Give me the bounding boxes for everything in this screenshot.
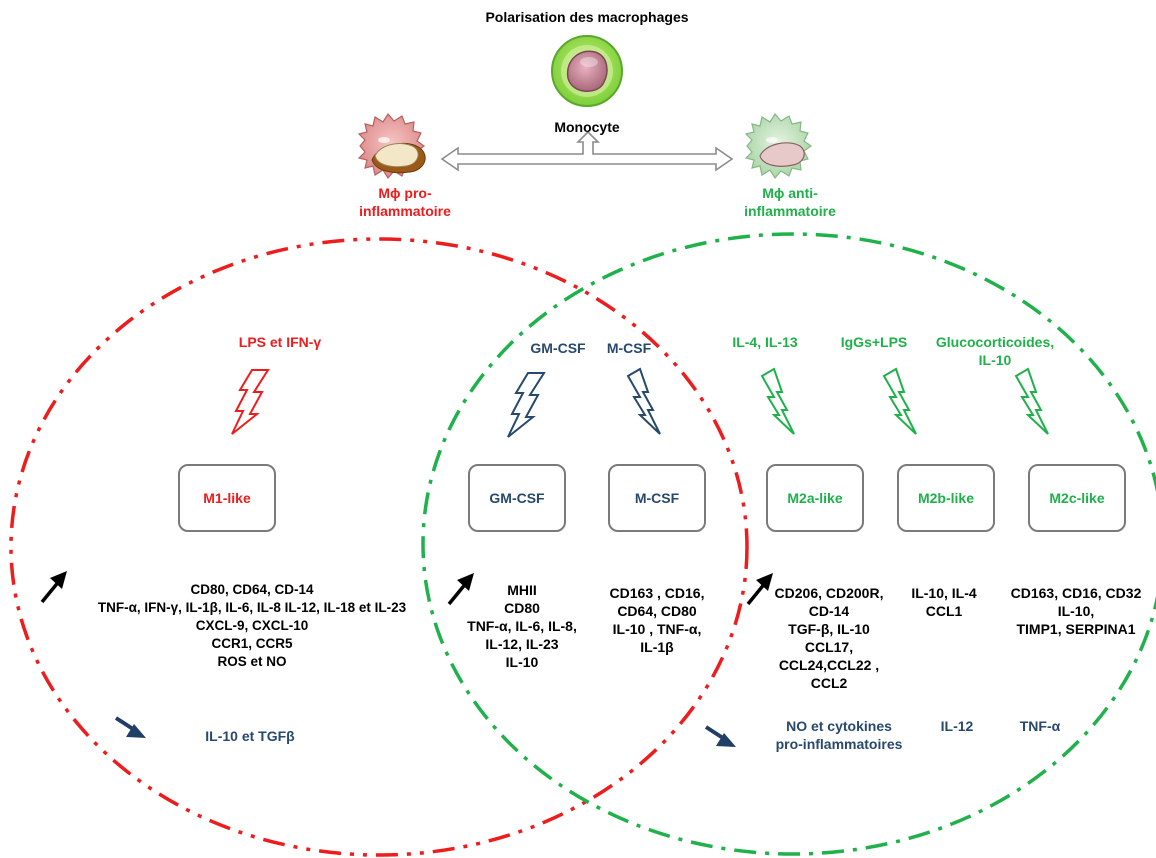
box-mcsf: M-CSF	[608, 464, 706, 532]
stimulus-mcsf: M-CSF	[606, 340, 652, 356]
pro-inflammatory-ellipse	[9, 237, 749, 857]
markers-m2a: CD206, CD200R, CD-14 TGF-β, IL-10 CCL17,…	[774, 585, 884, 691]
markers-m2b: IL-10, IL-4 CCL1	[911, 585, 977, 619]
anti-inflammatory-macrophage-icon	[744, 112, 813, 180]
lightning-m2a-icon	[760, 367, 795, 435]
increase-arrow-m1-icon	[40, 571, 67, 604]
decreased-m1: IL-10 et TGFβ	[205, 728, 295, 744]
pro-inflammatory-label: Mϕ pro- inflammatoire	[359, 185, 451, 219]
polarisation-double-arrow	[440, 130, 734, 172]
lightning-bolts	[231, 367, 1049, 438]
markers-m2c: CD163, CD16, CD32 IL-10, TIMP1, SERPINA1	[1010, 585, 1142, 637]
monocyte-label: Monocyte	[554, 119, 620, 135]
box-gmcsf: GM-CSF	[468, 464, 566, 532]
markers-gmcsf: MHII CD80 TNF-α, IL-6, IL-8, IL-12, IL-2…	[467, 582, 577, 670]
decreased-m2b: IL-12	[940, 718, 974, 734]
stimulus-m2b: IgGs+LPS	[840, 334, 908, 350]
stimulus-m2a: IL-4, IL-13	[732, 334, 798, 350]
increase-arrow-m2a-icon	[746, 573, 773, 606]
box-m1-like: M1-like	[178, 464, 276, 532]
decrease-arrows	[114, 716, 736, 747]
box-m2a-like: M2a-like	[766, 464, 864, 532]
markers-mcsf: CD163 , CD16, CD64, CD80 IL-10 , TNF-α, …	[609, 585, 705, 655]
box-m2c-like: M2c-like	[1028, 464, 1126, 532]
stimulus-gmcsf: GM-CSF	[530, 340, 586, 356]
lightning-m1-icon	[231, 369, 270, 435]
increase-arrow-gmcsf-icon	[447, 573, 474, 606]
decrease-arrow-m1-icon	[114, 716, 146, 738]
lightning-m2c-icon	[1014, 367, 1049, 435]
decrease-arrow-m2a-icon	[704, 725, 736, 747]
lightning-m2b-icon	[882, 367, 917, 435]
lightning-gmcsf-icon	[507, 372, 546, 438]
anti-inflammatory-ellipse	[421, 232, 1156, 856]
lightning-mcsf-icon	[626, 367, 661, 435]
pro-inflammatory-macrophage-icon	[357, 112, 426, 180]
decreased-m2a: NO et cytokines pro-inflammatoires	[775, 718, 903, 752]
stimulus-m1: LPS et IFN-γ	[238, 334, 322, 350]
increase-arrows	[40, 571, 773, 606]
monocyte-cell-icon	[551, 35, 623, 107]
stimulus-m2c: Glucocorticoides, IL-10	[935, 334, 1055, 368]
box-m2b-like: M2b-like	[897, 464, 995, 532]
diagram-title: Polarisation des macrophages	[485, 9, 689, 25]
anti-inflammatory-label: Mϕ anti- inflammatoire	[744, 185, 836, 219]
markers-m1: CD80, CD64, CD-14 TNF-α, IFN-γ, IL-1β, I…	[97, 582, 407, 669]
decreased-m2c: TNF-α	[1019, 718, 1061, 734]
